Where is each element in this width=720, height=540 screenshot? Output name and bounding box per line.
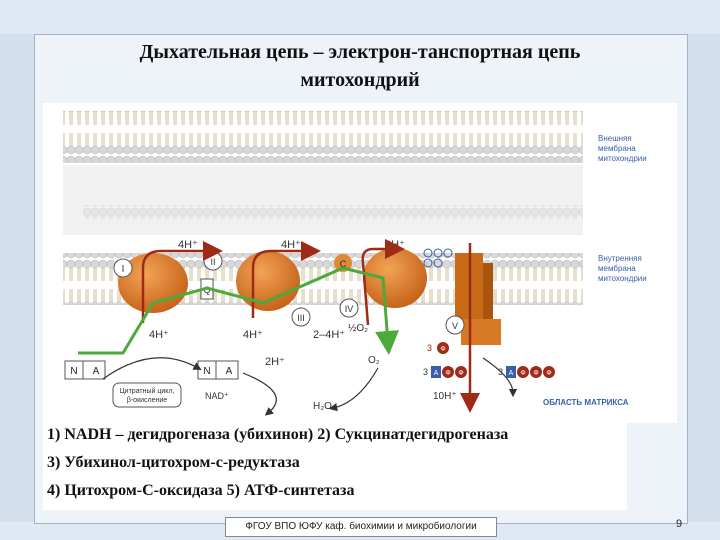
cytochrome-c-label: С [340, 259, 347, 269]
page-number: 9 [676, 518, 683, 530]
nadh-shuttle: N A N A NAD⁺ [64, 360, 239, 401]
proton-bottom-5: 10H⁺ [433, 391, 457, 402]
proton-bottom-4: 2H⁺ [265, 356, 285, 368]
cycle-label-2: β-окисление [127, 397, 167, 404]
atp-p3: Ф [546, 370, 551, 377]
nad-a: A [226, 366, 233, 377]
adp-p2: Ф [458, 370, 463, 377]
adp-p1: Ф [445, 370, 450, 377]
phosphate-1: Ф [440, 346, 445, 353]
title-line-2: митохондрий [300, 69, 420, 91]
ubiquinone-pool [423, 248, 453, 268]
atp-p1: Ф [520, 370, 525, 377]
outer-label-2: мембрана [598, 144, 636, 153]
legend-line-1: 1) NADH – дегидрогеназа (убихинон) 2) Су… [47, 426, 509, 443]
legend-line-3: 4) Цитохром-С-оксидаза 5) АТФ-синтетаза [47, 482, 355, 499]
inner-label-3: митохондрии [598, 274, 647, 283]
nadh-n: N [70, 366, 77, 377]
cycle-label-1: Цитратный цикл, [120, 387, 175, 395]
water-label: H₂O [313, 401, 332, 412]
proton-top-2: 4H⁺ [281, 239, 301, 251]
proton-bottom-1: 4H⁺ [149, 329, 169, 341]
intermembrane-space [63, 165, 583, 235]
adp-atp-row: 3 Ф 3 А Ф Ф 3 А Ф Ф Ф [423, 342, 555, 378]
outer-membrane-label: Внешняя мембрана митохондрии [598, 134, 647, 163]
outer-label-1: Внешняя [598, 134, 632, 143]
electron-transport-chain-diagram: I II Q III С IV V 4H⁺ [43, 103, 677, 423]
complex-V-label: V [452, 321, 458, 331]
legend: 1) NADH – дегидрогеназа (убихинон) 2) Су… [43, 422, 627, 510]
matrix-label: ОБЛАСТЬ МАТРИКСА [543, 398, 629, 407]
inner-label-2: мембрана [598, 264, 636, 273]
half-oxygen: ½O₂ [348, 323, 368, 334]
inner-label-1: Внутренняя [598, 254, 642, 263]
outer-membrane [63, 111, 583, 163]
cytochrome-c: С [334, 254, 352, 272]
adp-count: 3 [423, 367, 428, 377]
atp-p2: Ф [533, 370, 538, 377]
inner-membrane-label: Внутренняя мембрана митохондрии [598, 254, 647, 283]
atp-count: 3 [498, 367, 503, 377]
left-decor-band [0, 34, 34, 522]
right-decor-band [686, 34, 720, 522]
oxygen-label: O₂ [368, 355, 380, 366]
proton-bottom-3: 2–4H⁺ [313, 329, 345, 341]
complex-IV-label: IV [345, 304, 354, 314]
title-line-1: Дыхательная цепь – электрон-танспортная … [139, 41, 581, 63]
legend-line-2: 3) Убихинол-цитохром-с-редуктаза [47, 454, 300, 471]
adp-a: А [434, 370, 439, 377]
complex-I-label: I [122, 264, 125, 275]
footer-text: ФГОУ ВПО ЮФУ каф. биохимии и микробиолог… [225, 517, 497, 537]
atp-count-top: 3 [427, 343, 432, 353]
complex-IV: IV [339, 248, 427, 318]
nadh-a: A [93, 366, 100, 377]
nad-plus-label: NAD⁺ [205, 391, 229, 401]
complex-II-label: II [210, 257, 215, 267]
proton-bottom-2: 4H⁺ [243, 329, 263, 341]
outer-label-3: митохондрии [598, 154, 647, 163]
citric-acid-cycle: Цитратный цикл, β-окисление [112, 382, 182, 408]
ubiquinone-label: Q [203, 285, 210, 295]
slide-title: Дыхательная цепь – электрон-танспортная … [40, 38, 680, 94]
nad-n: N [203, 366, 210, 377]
complex-III-label: III [297, 313, 305, 323]
atp-a: А [509, 370, 514, 377]
proton-top-1: 4H⁺ [178, 239, 198, 251]
